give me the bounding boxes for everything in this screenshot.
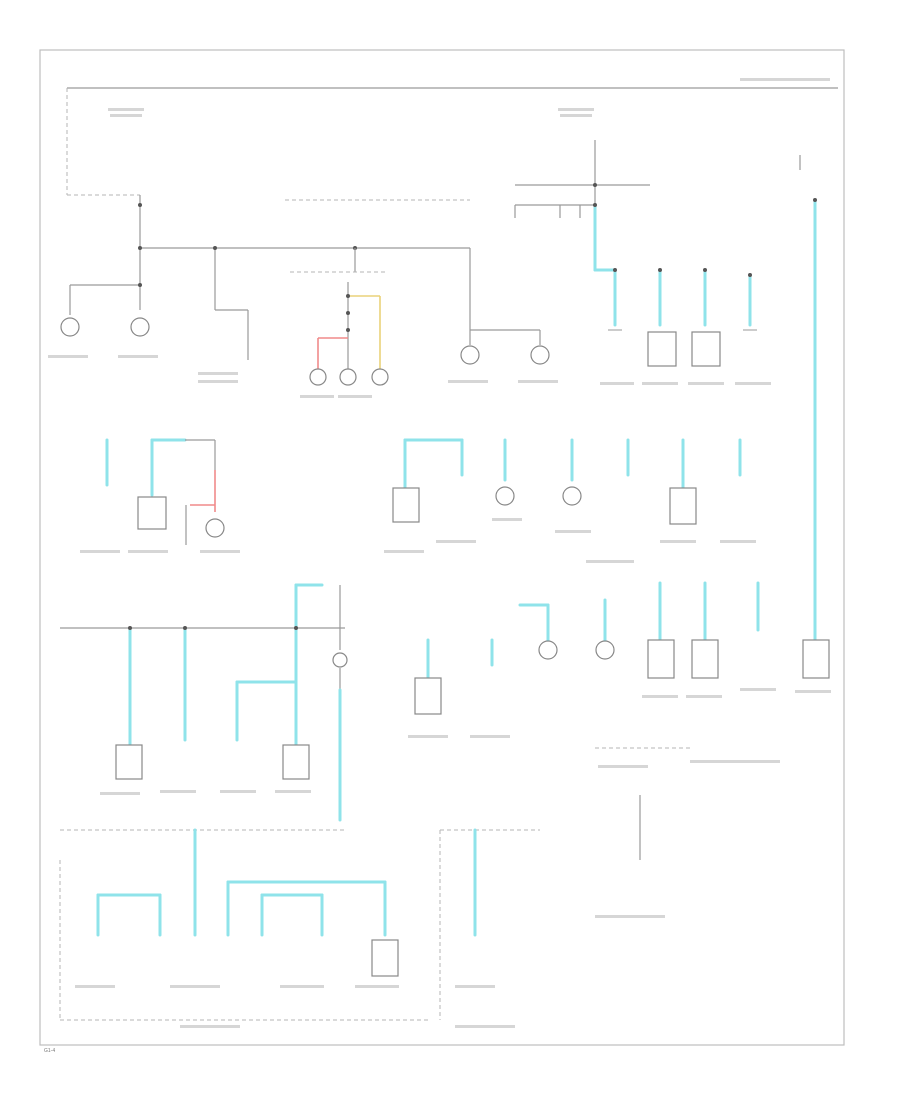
diagram-frame <box>39 49 845 1046</box>
middle-center-cluster <box>392 438 742 525</box>
top-feed-nodes <box>138 203 357 287</box>
lower-bus <box>60 583 348 822</box>
label-placeholders <box>48 78 831 1028</box>
lower-center-right <box>414 581 830 715</box>
front-lamps <box>60 317 150 337</box>
top-feed-wiring <box>66 87 838 360</box>
page-label: G1-4 <box>44 1048 55 1054</box>
middle-left-cluster <box>105 438 225 545</box>
right-top-splice <box>514 140 817 647</box>
tail-light-assembly <box>290 248 550 386</box>
bottom-steering-section <box>59 747 690 1021</box>
